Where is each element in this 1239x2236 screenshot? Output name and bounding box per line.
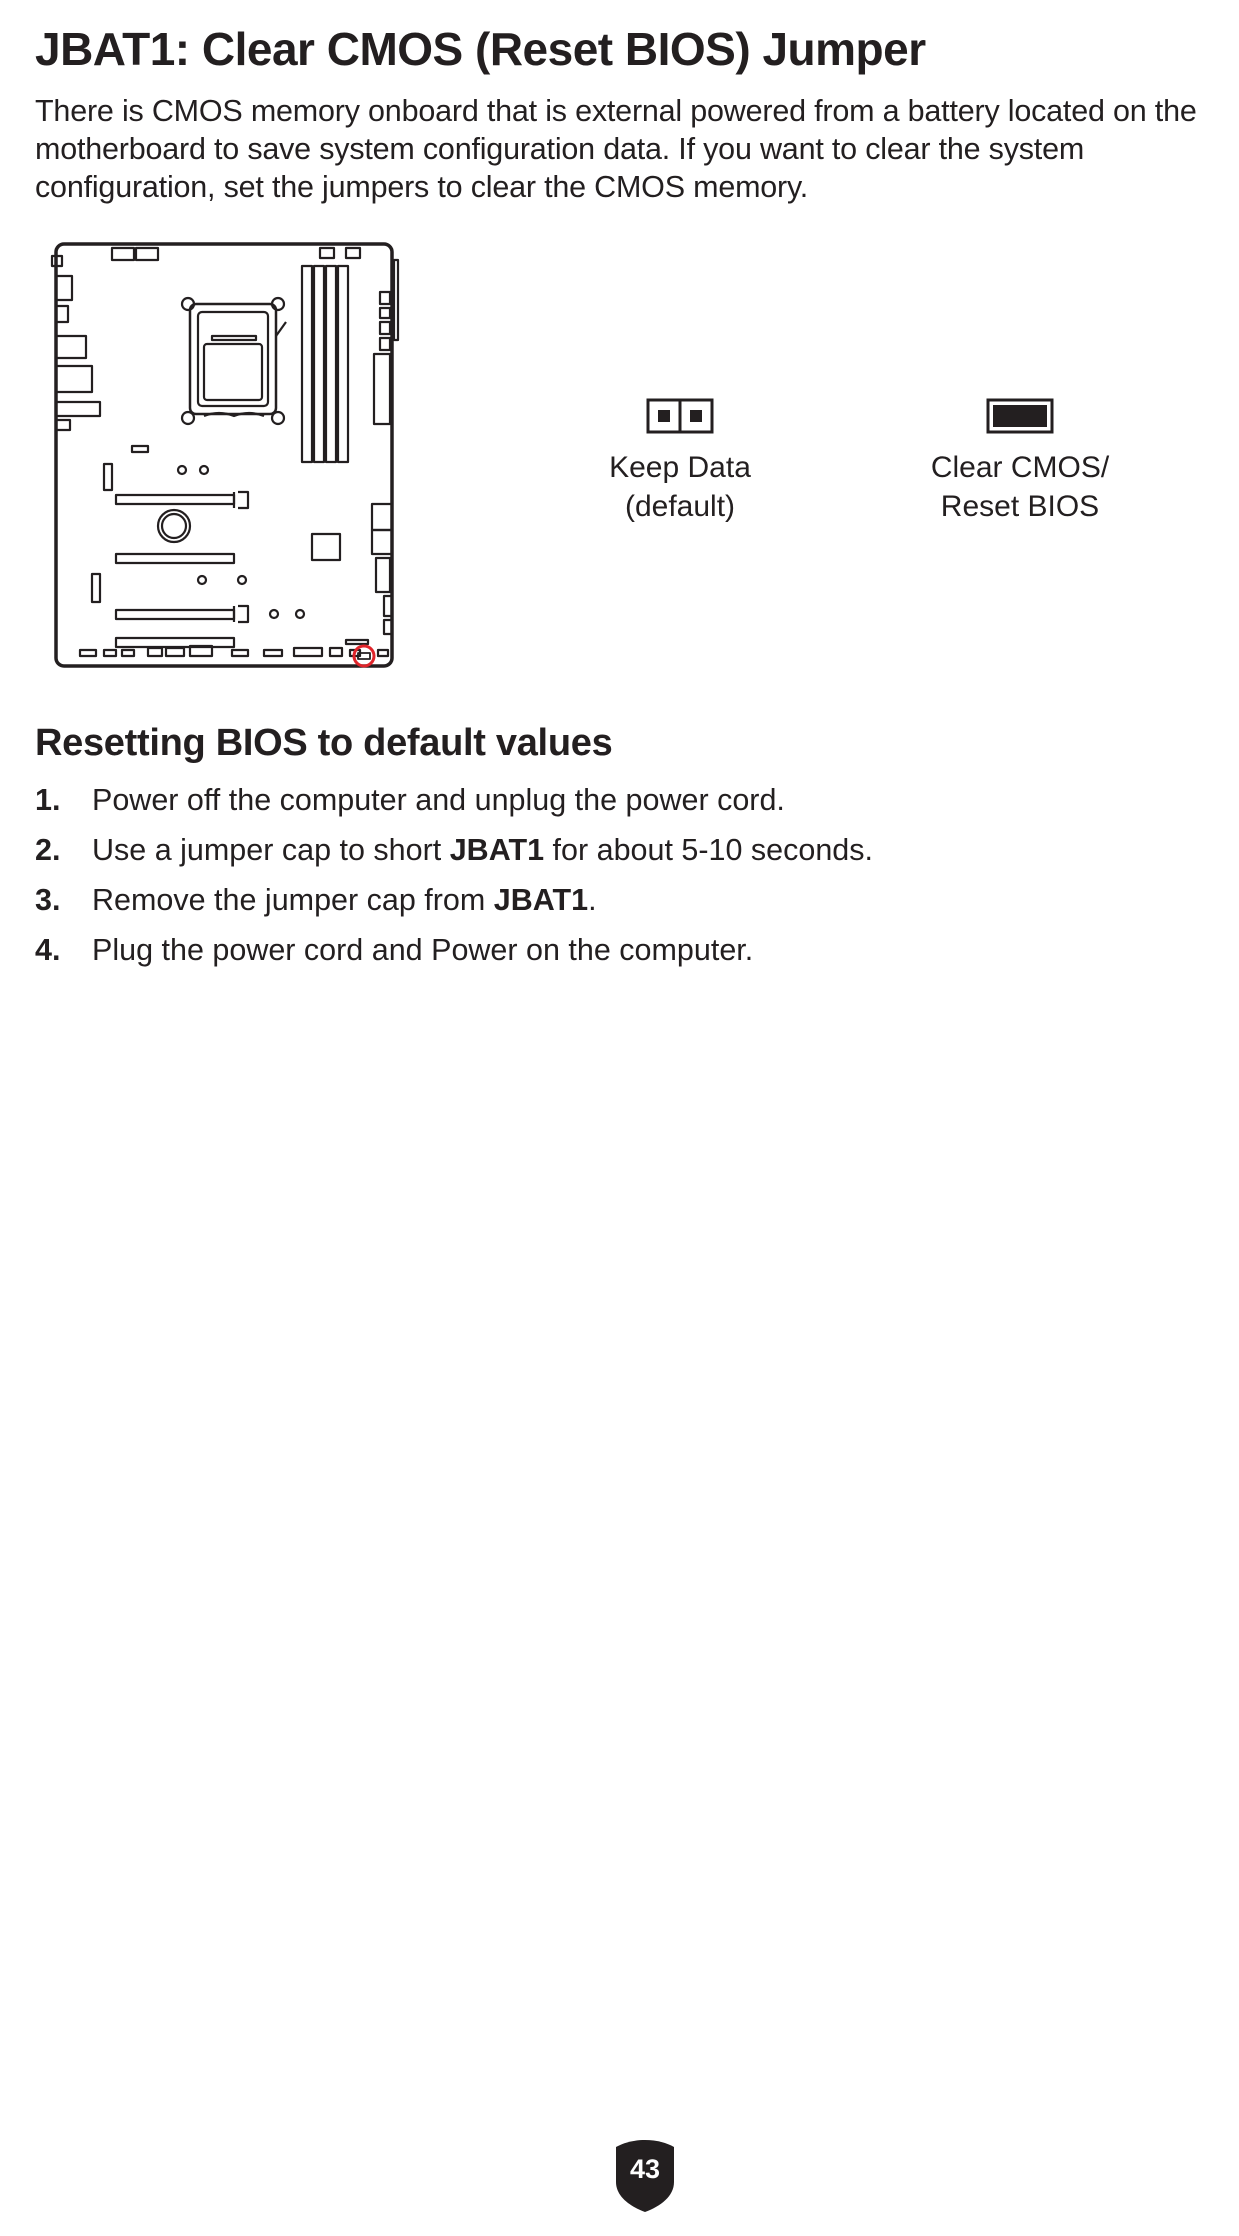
step-text: Plug the power cord and Power on the com… [92, 933, 754, 967]
jumper-clear-label: Clear CMOS/ Reset BIOS [930, 451, 1110, 523]
step-number: 3. [35, 883, 61, 917]
page-number-badge: 43 [613, 2138, 677, 2214]
motherboard-diagram [50, 242, 400, 668]
step-text: Use a jumper cap to short JBAT1 for abou… [92, 833, 873, 867]
step-number: 4. [35, 933, 61, 967]
jumper-clear-cmos: Clear CMOS/ Reset BIOS [900, 398, 1140, 526]
board-outline [54, 242, 394, 668]
step-number: 1. [35, 783, 61, 817]
jumper-shorted-icon [986, 398, 1054, 434]
section-title: Resetting BIOS to default values [35, 722, 613, 764]
jbat1-highlight [352, 644, 376, 668]
jumper-open-icon [646, 398, 714, 434]
shield-icon [616, 2140, 674, 2212]
jumper-keep-label: Keep Data (default) [609, 451, 751, 523]
intro-paragraph: There is CMOS memory onboard that is ext… [35, 94, 1197, 204]
page-title: JBAT1: Clear CMOS (Reset BIOS) Jumper [35, 23, 926, 75]
cmos-battery [156, 508, 192, 544]
cpu-socket [188, 302, 278, 416]
step-text: Remove the jumper cap from JBAT1. [92, 883, 597, 917]
page-number: 43 [629, 2154, 661, 2184]
step-text: Power off the computer and unplug the po… [92, 783, 785, 817]
step-number: 2. [35, 833, 61, 867]
jumper-keep-data: Keep Data (default) [560, 398, 800, 526]
